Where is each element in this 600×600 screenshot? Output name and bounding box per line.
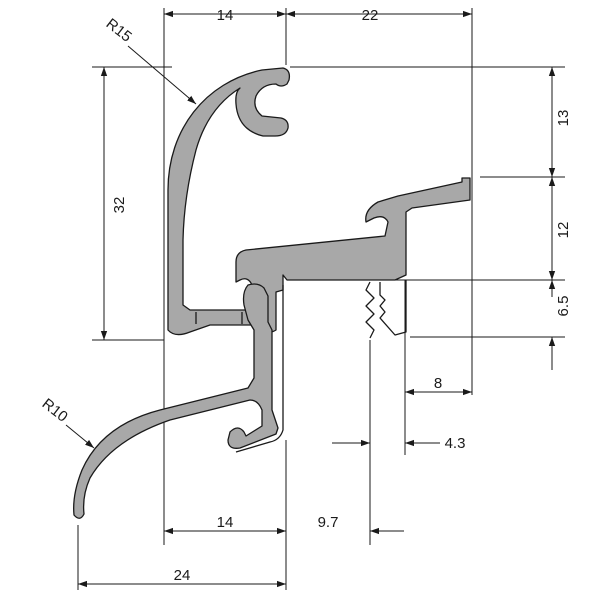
lower-channel-wall — [235, 285, 284, 453]
dim-top-left-width: 14 — [217, 7, 234, 24]
dim-right-height-middle: 12 — [555, 222, 572, 239]
web-link — [195, 312, 243, 324]
dim-bottom-inner-width: 14 — [217, 514, 234, 531]
dimension-lines — [65, 10, 556, 588]
dim-bottom-offset: 9.7 — [318, 514, 339, 531]
comb-tongue — [365, 281, 375, 339]
dim-bottom-total-width: 24 — [174, 567, 191, 584]
lower-profile — [73, 283, 279, 519]
extension-lines — [77, 8, 565, 590]
dim-left-height: 32 — [111, 197, 128, 214]
radius-upper-label: R15 — [103, 15, 135, 45]
dim-tongue-width: 4.3 — [445, 435, 466, 452]
radius-lower-label: R10 — [39, 395, 71, 425]
dim-right-height-lower: 6.5 — [555, 296, 572, 317]
dim-slot-width: 8 — [434, 375, 442, 392]
upper-profile — [167, 67, 471, 336]
slot-outline — [379, 280, 407, 336]
dim-top-right-width: 22 — [362, 7, 379, 24]
dim-right-height-upper: 13 — [555, 110, 572, 127]
